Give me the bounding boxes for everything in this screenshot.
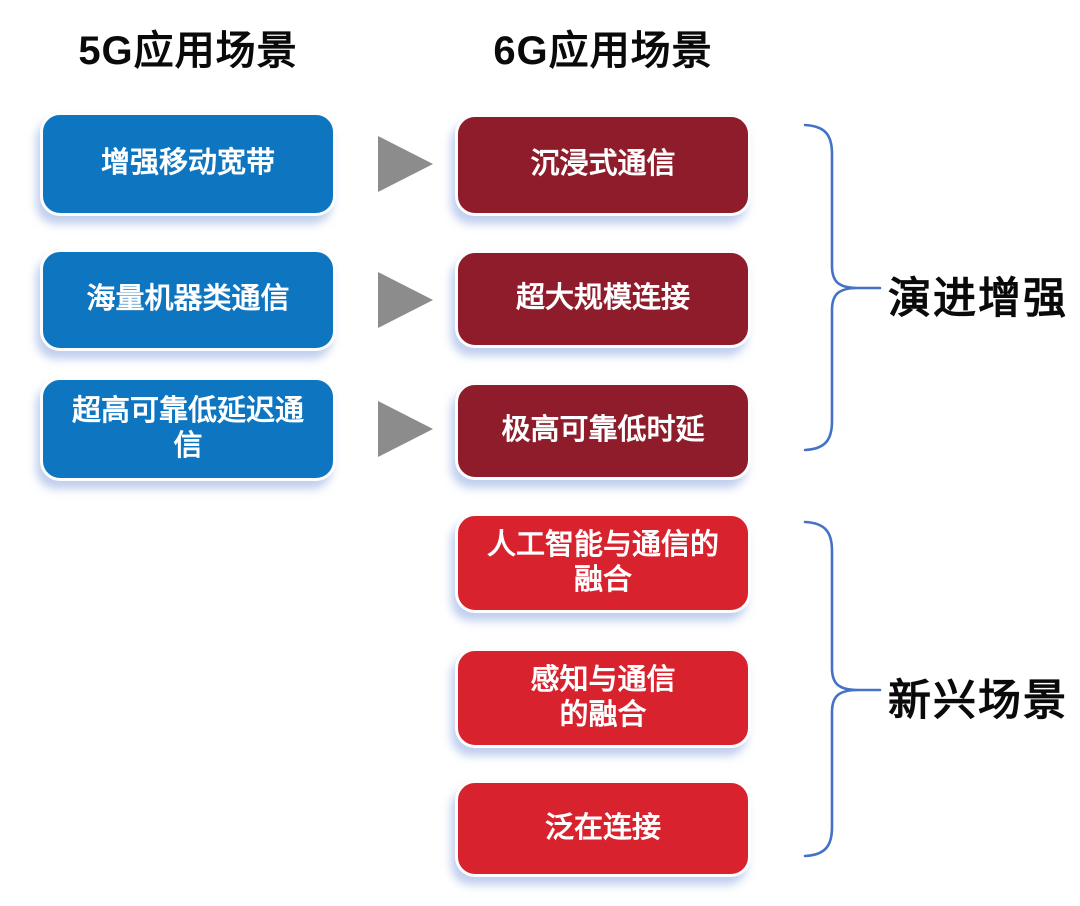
- box-6g-sensing-communication-fusion: 感知与通信 的融合: [455, 648, 751, 748]
- group-label-evolved-enhancement: 演进增强: [888, 275, 1068, 323]
- box-5g-ultra-reliable-low-latency: 超高可靠低延迟通 信: [40, 377, 336, 481]
- box-6g-extreme-reliable-low-latency: 极高可靠低时延: [455, 382, 751, 480]
- box-6g-ubiquitous-connection: 泛在连接: [455, 780, 751, 877]
- box-6g-immersive-communication: 沉浸式通信: [455, 114, 751, 216]
- arrow-right-icon: [378, 136, 433, 192]
- column-header-5g: 5G应用场景: [78, 29, 298, 73]
- curly-brace-icon: [803, 123, 882, 452]
- curly-brace-icon: [803, 520, 882, 858]
- group-label-emerging-scenarios: 新兴场景: [888, 677, 1068, 725]
- box-6g-hyper-large-scale-connection: 超大规模连接: [455, 250, 751, 348]
- column-header-6g: 6G应用场景: [493, 29, 713, 73]
- box-5g-massive-machine-communication: 海量机器类通信: [40, 249, 336, 351]
- box-6g-ai-communication-fusion: 人工智能与通信的 融合: [455, 513, 751, 613]
- arrow-right-icon: [378, 401, 433, 457]
- arrow-right-icon: [378, 272, 433, 328]
- box-5g-enhanced-mobile-broadband: 增强移动宽带: [40, 112, 336, 216]
